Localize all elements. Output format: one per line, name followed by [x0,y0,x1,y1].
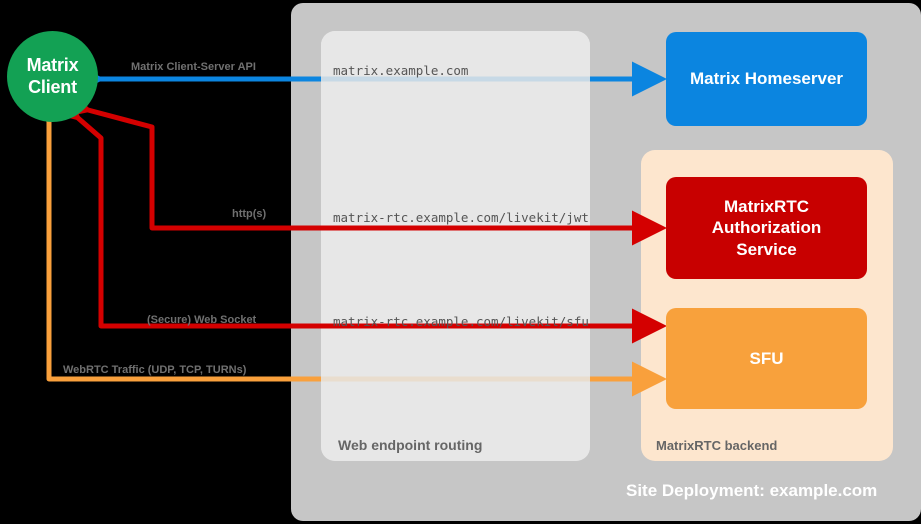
node-sfu[interactable]: SFU [666,308,867,409]
endpoint-label-matrix: matrix.example.com [333,63,469,78]
node-matrix-homeserver-label: Matrix Homeserver [689,69,844,89]
endpoint-label-jwt: matrix-rtc.example.com/livekit/jwt [333,210,589,225]
endpoint-label-sfu: matrix-rtc.example.com/livekit/sfu [333,314,589,329]
node-matrix-client-line1: Matrix [26,54,79,75]
flow-websocket-line [43,85,667,344]
node-matrix-client[interactable]: Matrix Client [7,31,98,122]
caption-web-endpoint-routing: Web endpoint routing [338,437,483,453]
node-matrixrtc-authorization-service[interactable]: MatrixRTC Authorization Service [666,177,867,279]
flow-label-csapi: Matrix Client-Server API [131,61,256,73]
node-sfu-label: SFU [749,348,784,368]
caption-site-deployment: Site Deployment: example.com [626,481,878,500]
caption-matrixrtc-backend: MatrixRTC backend [656,438,778,453]
node-auth-line3: Service [736,239,797,259]
node-auth-line2: Authorization [711,218,822,238]
node-auth-line1: MatrixRTC [723,197,809,217]
node-matrix-homeserver[interactable]: Matrix Homeserver [666,32,867,126]
node-matrix-client-line2: Client [28,76,77,97]
flow-websocket [43,85,667,344]
flow-label-webrtc: WebRTC Traffic (UDP, TCP, TURNs) [63,364,247,376]
flow-label-https: http(s) [232,208,267,220]
flow-label-websocket: (Secure) Web Socket [147,314,257,326]
